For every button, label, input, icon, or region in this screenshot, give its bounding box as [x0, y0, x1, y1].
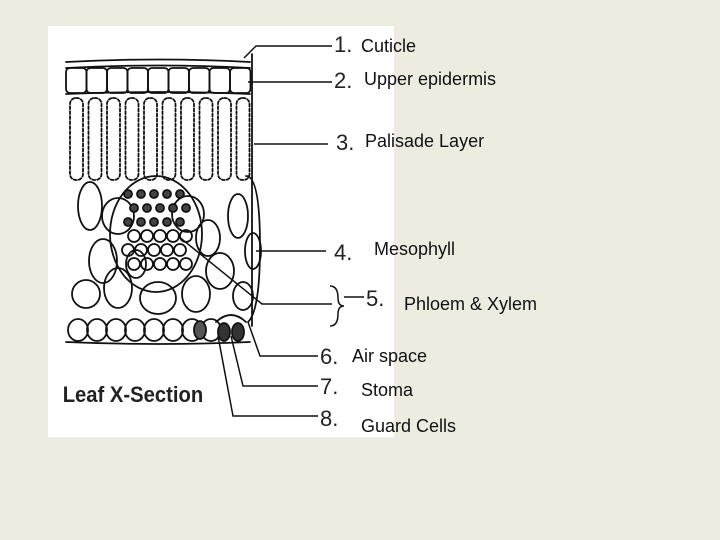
lower-epidermis-cell [86, 318, 108, 342]
vascular-cell [147, 243, 161, 257]
diagram-panel: 1. 2. 3. 4. 5. 6. 7. 8. Leaf X-Section [48, 26, 394, 437]
vascular-cell [123, 217, 133, 227]
vascular-cell [153, 257, 167, 271]
palisade-cell [124, 97, 140, 181]
leader-lines [177, 45, 364, 417]
palisade-cell [69, 97, 84, 181]
vascular-cell [166, 257, 180, 271]
epidermis-cell [229, 67, 252, 94]
palisade-cell [180, 97, 195, 181]
guard-cell-right [231, 322, 245, 342]
lower-epidermis-cell [162, 318, 184, 342]
cuticle-line-inner [65, 64, 251, 69]
vascular-cell [175, 217, 185, 227]
label-cuticle: Cuticle [361, 36, 417, 56]
vascular-cell [127, 257, 141, 271]
vascular-cell [168, 203, 178, 213]
vascular-cell [140, 257, 154, 271]
palisade-cell [106, 97, 121, 181]
vascular-cell [123, 189, 133, 199]
stoma-chamber [215, 314, 247, 323]
guard-cell-left [217, 322, 231, 342]
vascular-cell [149, 189, 159, 199]
vascular-cell [129, 203, 139, 213]
lower-epidermis-cell [124, 318, 146, 342]
label-upper-epidermis: Upper epidermis [364, 69, 497, 89]
spongy-mesophyll-cells [71, 181, 262, 315]
upper-epidermis-cells [65, 67, 252, 94]
label-stoma: Stoma [361, 380, 414, 400]
label-guard-cells: Guard Cells [361, 416, 457, 436]
vascular-cell [175, 189, 185, 199]
vascular-cell [149, 217, 159, 227]
leader-7-stoma [230, 335, 318, 387]
vascular-cell [142, 203, 152, 213]
number-5: 5. [366, 286, 384, 311]
number-6: 6. [320, 344, 338, 369]
palisade-cell [87, 97, 103, 181]
diagram-title: Leaf X-Section [63, 383, 203, 407]
vascular-cell [136, 217, 146, 227]
vascular-cell [179, 257, 193, 271]
guard-cell-far-left [193, 320, 207, 340]
lower-epidermis-cell [105, 318, 127, 342]
leader-6-airspace [247, 321, 318, 357]
cuticle-line [65, 58, 251, 63]
leader-8-guard [217, 335, 318, 417]
label-numbers: 1. 2. 3. 4. 5. 6. 7. 8. [320, 32, 384, 431]
leader-1-cuticle [243, 45, 332, 59]
leaf-cross-section-drawing: 1. 2. 3. 4. 5. 6. 7. 8. Leaf X-Section [63, 32, 385, 431]
label-air-space: Air space [352, 346, 428, 366]
lower-epidermis-cell [67, 318, 89, 342]
label-phloem-xylem: Phloem & Xylem [404, 294, 538, 314]
lower-epidermis-cell [143, 318, 165, 342]
palisade-layer-cells [69, 97, 251, 181]
epidermis-cell [147, 67, 170, 94]
epidermis-cell [188, 67, 211, 94]
label-palisade-layer: Palisade Layer [365, 131, 485, 151]
epidermis-cell [126, 67, 149, 94]
epidermis-cell [85, 67, 108, 94]
number-7: 7. [320, 374, 338, 399]
vascular-cell [136, 189, 146, 199]
number-1: 1. [334, 32, 352, 57]
palisade-cell [143, 97, 158, 181]
palisade-cell [161, 97, 177, 181]
number-3: 3. [336, 130, 354, 155]
epidermis-cell [208, 67, 231, 94]
margin-curve [245, 175, 261, 323]
leader-5-vascular [177, 235, 332, 305]
vascular-cell [173, 243, 187, 257]
vascular-cell [162, 189, 172, 199]
number-4: 4. [334, 240, 352, 265]
vascular-bundle-outline [109, 175, 203, 293]
vascular-cell [153, 229, 167, 243]
vascular-cell [181, 203, 191, 213]
vascular-cell [162, 217, 172, 227]
vascular-cell [134, 243, 148, 257]
palisade-cell [217, 97, 232, 181]
palisade-cell [235, 97, 251, 181]
label-mesophyll: Mesophyll [374, 239, 456, 259]
vascular-cell [140, 229, 154, 243]
leader-5-bracket [329, 285, 345, 327]
vascular-cell [155, 203, 165, 213]
palisade-cell [198, 97, 214, 181]
vascular-cell [121, 243, 135, 257]
epidermis-cell [106, 67, 129, 94]
vascular-cell [160, 243, 174, 257]
epidermis-cell [65, 67, 88, 94]
vascular-cell [166, 229, 180, 243]
number-2: 2. [334, 68, 352, 93]
lower-epidermis-bottom [65, 341, 251, 345]
number-8: 8. [320, 406, 338, 431]
epidermis-cell [167, 67, 190, 94]
vascular-cell [127, 229, 141, 243]
